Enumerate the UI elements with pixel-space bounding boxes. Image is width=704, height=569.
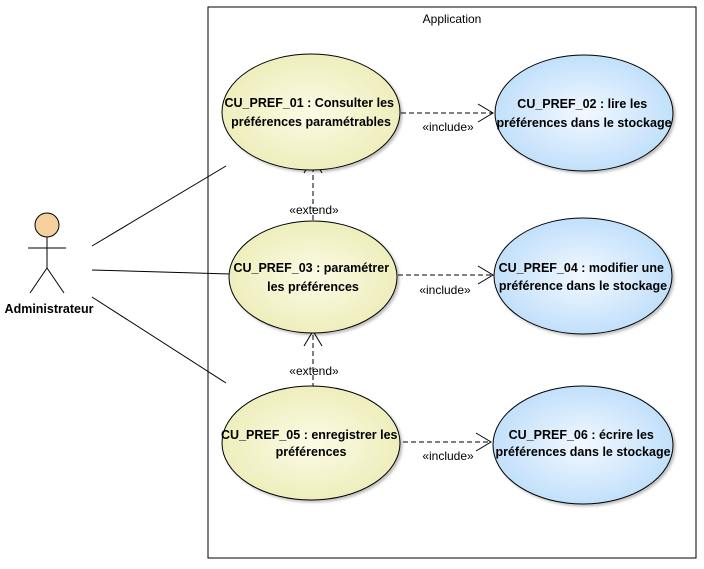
- actor-head: [34, 212, 60, 238]
- extend-label-2: «extend»: [289, 364, 339, 378]
- association-uc01: [91, 165, 227, 247]
- uc02-line-1: CU_PREF_02 : lire les: [517, 97, 647, 111]
- actor-leg-left: [29, 267, 48, 294]
- actor-label: Administrateur: [5, 302, 94, 316]
- include-label-1: «include»: [422, 120, 474, 134]
- uc02-line-2: préférences dans le stockage: [496, 116, 671, 130]
- include-label-2: «include»: [419, 283, 471, 297]
- svg-text:CU_PREF_05 : enregistrer les: CU_PREF_05 : enregistrer les préférences: [221, 428, 401, 459]
- association-uc03: [91, 269, 231, 275]
- actor-administrateur[interactable]: Administrateur: [5, 212, 94, 316]
- svg-text:CU_PREF_01 : Consulter les: CU_PREF_01 : Consulter les préférences p…: [225, 96, 398, 129]
- use-case-uc06[interactable]: CU_PREF_06 : écrire les préférences dans…: [492, 385, 674, 505]
- uc03-line-2: les préférences: [267, 280, 359, 294]
- include-label-3: «include»: [422, 449, 474, 463]
- use-case-uc02[interactable]: CU_PREF_02 : lire les préférences dans l…: [494, 54, 674, 172]
- svg-text:CU_PREF_02 : lire les pr: CU_PREF_02 : lire les préférences dans l…: [496, 97, 671, 130]
- uc03-line-1: CU_PREF_03 : paramétrer: [233, 261, 389, 275]
- uc01-line-1: CU_PREF_01 : Consulter les: [225, 96, 395, 110]
- association-uc05: [91, 296, 227, 384]
- include-uc05-uc06: [403, 432, 492, 452]
- include-uc03-uc04: [398, 265, 494, 285]
- use-case-uc04[interactable]: CU_PREF_04 : modifier une préférence dan…: [493, 217, 673, 335]
- uc06-line-1: CU_PREF_06 : écrire les: [509, 428, 654, 442]
- uc06-line-2: préférences dans le stockage: [495, 445, 670, 459]
- uc04-line-1: CU_PREF_04 : modifier une: [499, 261, 664, 275]
- svg-text:CU_PREF_03 : paramétrer: CU_PREF_03 : paramétrer les préférences: [233, 261, 392, 294]
- uc05-line-1: CU_PREF_05 : enregistrer les: [221, 428, 398, 442]
- svg-text:CU_PREF_04 : modifier une: CU_PREF_04 : modifier une préférence dan…: [499, 261, 668, 293]
- uc05-line-2: préférences: [276, 445, 347, 459]
- use-case-uc05[interactable]: CU_PREF_05 : enregistrer les préférences: [221, 385, 401, 501]
- svg-text:CU_PREF_06 : écrire les: CU_PREF_06 : écrire les préférences dans…: [495, 428, 670, 459]
- system-title: Application: [423, 12, 482, 26]
- extend-label-1: «extend»: [289, 203, 339, 217]
- uc04-line-2: préférence dans le stockage: [499, 279, 667, 293]
- include-uc01-uc02: [401, 103, 494, 123]
- uc01-line-2: préférences paramétrables: [231, 115, 391, 129]
- actor-leg-right: [46, 267, 65, 294]
- use-case-uc03[interactable]: CU_PREF_03 : paramétrer les préférences: [228, 220, 398, 334]
- use-case-uc01[interactable]: CU_PREF_01 : Consulter les préférences p…: [221, 53, 401, 171]
